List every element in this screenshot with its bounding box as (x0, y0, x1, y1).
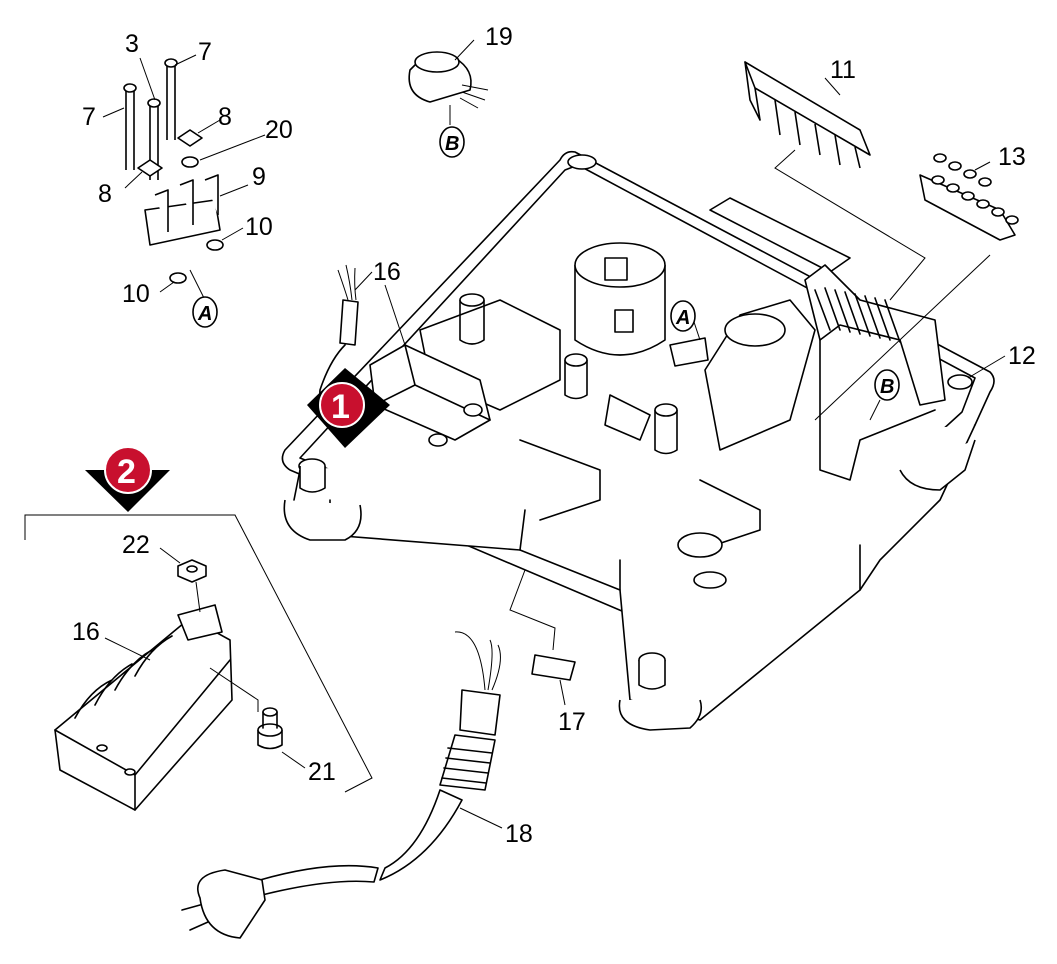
label-part-10: 10 (245, 213, 273, 241)
label-part-16: 16 (373, 258, 401, 286)
part-11-bridge (744, 61, 871, 169)
marker-number-1: 1 (331, 388, 350, 426)
connector-marks: A A B B (192, 126, 900, 401)
label-part-19: 19 (485, 23, 513, 51)
label-part-9: 9 (252, 163, 266, 191)
connector-circle-b-capacitor (439, 126, 465, 158)
marker-number-2: 2 (117, 453, 136, 491)
label-part-21: 21 (308, 758, 336, 786)
label-part-11: 11 (830, 56, 856, 84)
callout-marker-1: 1 (307, 368, 390, 448)
label-part-7-second: 7 (82, 103, 96, 131)
label-part-8: 8 (218, 103, 232, 131)
label-part-18: 18 (505, 820, 533, 848)
part-19-capacitor (408, 51, 489, 109)
label-part-22: 22 (122, 531, 150, 559)
label-part-17: 17 (558, 708, 586, 736)
connector-bracket-group (123, 58, 224, 284)
label-part-20: 20 (265, 116, 293, 144)
connector-label-b-housing: B (880, 376, 894, 398)
label-part-3: 3 (125, 30, 139, 58)
part-13-terminal-block (919, 153, 1019, 241)
connector-label-a-housing: A (675, 307, 690, 329)
connector-circle-b-housing (874, 369, 900, 401)
housing-base (281, 150, 995, 731)
connector-label-a-left: A (197, 303, 212, 325)
label-part-13: 13 (998, 143, 1026, 171)
part-labels: 3 7 7 8 8 9 10 10 11 12 13 16 16 17 18 1… (72, 23, 1036, 848)
label-part-12: 12 (1008, 342, 1036, 370)
inset-transformer-group (24, 514, 373, 811)
connector-circle-a-left (192, 296, 218, 328)
label-part-7: 7 (198, 38, 212, 66)
label-part-10-second: 10 (122, 280, 150, 308)
label-part-16-inset: 16 (72, 618, 100, 646)
connector-label-b-capacitor: B (445, 133, 459, 155)
connector-circle-a-housing (670, 300, 696, 332)
callout-marker-2: 2 (85, 446, 170, 512)
label-part-8-second: 8 (98, 180, 112, 208)
power-cable-group (181, 569, 576, 939)
